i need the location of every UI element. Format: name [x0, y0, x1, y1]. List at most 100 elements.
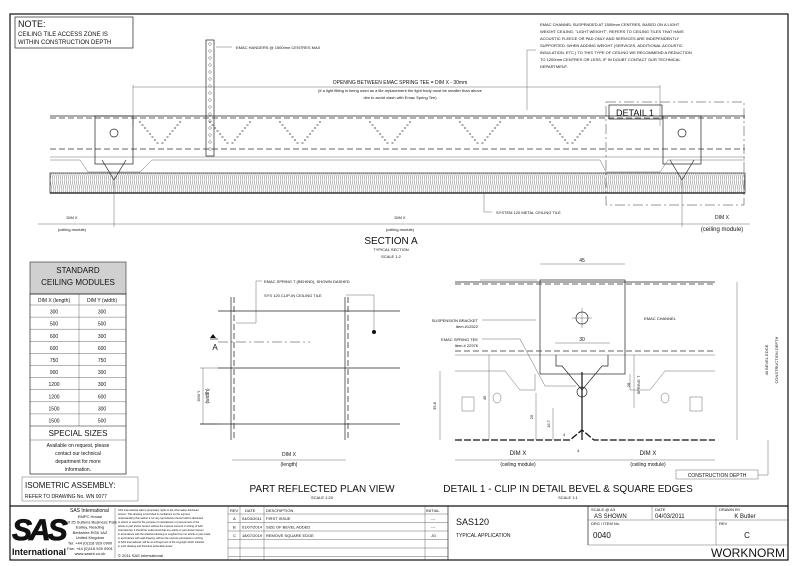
suspension-bracket	[94, 115, 134, 165]
drawn-by-label: DRAWN BY	[719, 507, 741, 512]
dim-x-cell: 750	[50, 358, 59, 364]
hanger-hole	[208, 133, 212, 137]
svg-text:INSULATION, ETC.) TO THIS TYPE: INSULATION, ETC.) TO THIS TYPE OF CEILIN…	[540, 50, 692, 55]
svg-text:SAS: SAS	[12, 514, 68, 547]
dim-y-cell: 750	[98, 358, 107, 364]
spring-t-label: EMAC SPRING T (BEHIND), SHOWN DASHED	[264, 279, 350, 284]
dim-y-cell: 300	[98, 310, 107, 316]
address-line: Tel: +44 (0)118 929 0900	[68, 541, 113, 546]
section-marker: A	[212, 343, 218, 352]
hanger-hole	[208, 63, 212, 67]
special-sizes-text: contact our technical	[55, 451, 101, 457]
dim-label: DIM X	[282, 452, 297, 458]
opening-label: OPENING BETWEEN EMAC SPRING TEE = DIM X …	[333, 80, 468, 86]
dim-label: 4	[577, 448, 580, 453]
dim-label: 45	[579, 258, 585, 264]
note-title: NOTE:	[18, 19, 46, 29]
svg-text:SUPPORTED. WHEN ADDING WEIGHT: SUPPORTED. WHEN ADDING WEIGHT (SERVICES,…	[540, 43, 683, 48]
emac-hanger	[205, 39, 215, 157]
dim-x-cell: 900	[50, 370, 59, 376]
table-row: 900 300	[50, 370, 107, 376]
dim-label: 35.8	[432, 401, 437, 410]
dim-label: 4	[563, 432, 566, 437]
dim-x-cell: 600	[50, 334, 59, 340]
standard-modules-table: STANDARD CEILING MODULES DIM X (length) …	[29, 261, 127, 475]
dim-label: (ceiling module)	[386, 227, 415, 232]
dim-label: DIM X	[510, 451, 527, 457]
rev-label: REV	[719, 521, 728, 526]
address-line: EMPC House	[78, 514, 103, 519]
column-header: DIM X (length)	[38, 298, 71, 304]
construction-depth-label: CONSTRUCTION DEPTH	[688, 473, 747, 479]
dim-label: DIM Y	[196, 390, 201, 401]
hanger-hole	[208, 70, 212, 74]
date-label: DATE	[655, 507, 666, 512]
svg-text:TO 1200mm CENTRES OR LESS. IF: TO 1200mm CENTRES OR LESS. IF IN DOUBT C…	[540, 57, 681, 62]
construction-depth-label: CONSTRUCTION DEPTH	[774, 336, 779, 383]
rev-header: DESCRIPTION	[266, 508, 293, 513]
dim-label: (length)	[281, 462, 298, 468]
revision-cell: 01/07/2014	[242, 525, 263, 530]
svg-text:International: International	[12, 547, 66, 557]
hanger-hole	[208, 147, 212, 151]
spring-tee-label: EMAC SPRING TEE	[441, 337, 478, 342]
scale-value: AS SHOWN	[594, 514, 627, 520]
table-row: 500 500	[50, 322, 107, 328]
opening-note: (if a light fitting is being used as a t…	[318, 88, 482, 93]
hanger-hole	[208, 56, 212, 60]
dim-y-cell: 500	[98, 419, 107, 425]
series-name: WORKNORM	[711, 546, 785, 560]
plan-view-title: PART REFLECTED PLAN VIEW	[249, 484, 395, 495]
suspension-bracket	[539, 279, 626, 375]
hanger-hole	[208, 112, 212, 116]
section-a: EMAC HANGERS @ 1500mm CENTRES MAX EMAC C…	[38, 22, 750, 259]
copyright: © 2011 SAS International	[118, 553, 163, 558]
dim-y-cell: 300	[98, 334, 107, 340]
disclaimer-line: article or part shown hereon without the…	[118, 524, 203, 528]
tile-label: SYS 120 CLIP-IN CEILING TILE	[264, 293, 322, 298]
part-reflected-plan-view: EMAC SPRING T (BEHIND), SHOWN DASHED SYS…	[196, 279, 400, 500]
dim-label: DIM X	[394, 215, 405, 220]
dim-x-cell: 1200	[48, 382, 59, 388]
dim-label: 16.7	[546, 419, 551, 428]
dim-x-cell: 300	[50, 310, 59, 316]
hanger-hole	[208, 91, 212, 95]
drawing-frame	[9, 13, 789, 561]
table-row: 600 300	[50, 334, 107, 340]
revision-cell: A	[233, 516, 236, 521]
dim-x-cell: 1200	[48, 394, 59, 400]
isometric-ref: REFER TO DRAWING No. WN 0077	[25, 494, 107, 500]
detail-1-scale: SCALE 1:1	[558, 495, 579, 500]
table-row: 750 750	[50, 358, 107, 364]
dim-x-cell: 1500	[48, 406, 59, 412]
dim-y-cell: 300	[98, 370, 107, 376]
bracket-label: SUSPENSION BRACKET	[432, 318, 479, 323]
dim-x-cell: 600	[50, 346, 59, 352]
revision-cell: ---	[431, 516, 436, 521]
dim-label: 45	[482, 395, 487, 400]
title-block: SAS International SAS International EMPC…	[10, 505, 788, 560]
special-sizes-text: information.	[65, 467, 91, 473]
address-line: www.sasint.co.uk	[75, 551, 106, 556]
revision-cell: REMOVE SQUARE EDGE	[266, 533, 314, 538]
svg-text:ACOUSTIC FLEECE OR PAD ONLY AN: ACOUSTIC FLEECE OR PAD ONLY AND SERVICES…	[540, 36, 680, 41]
dim-y-cell: 500	[98, 322, 107, 328]
disclaimer-line: hereon. This drawing is furnished in con…	[118, 512, 191, 516]
revision-cell: 18/07/2019	[242, 533, 263, 538]
dim-label: (ceiling module)	[630, 462, 666, 468]
rev-header: DATE	[245, 508, 256, 513]
svg-text:EMAC CHANNEL SUSPENDED AT 1500: EMAC CHANNEL SUSPENDED AT 1500mm CENTRES…	[540, 22, 680, 27]
drawing-number-value: 0040	[593, 531, 611, 540]
special-sizes-text: Available on request, please	[47, 443, 110, 449]
address-line: United Kingdom	[76, 535, 105, 540]
plan-view-scale: SCALE 1:20	[311, 495, 334, 500]
disclaimer-line: understanding that neither it nor any re…	[118, 516, 203, 520]
dim-x-cell: 500	[50, 322, 59, 328]
svg-text:DEPARTMENT.: DEPARTMENT.	[540, 64, 568, 69]
